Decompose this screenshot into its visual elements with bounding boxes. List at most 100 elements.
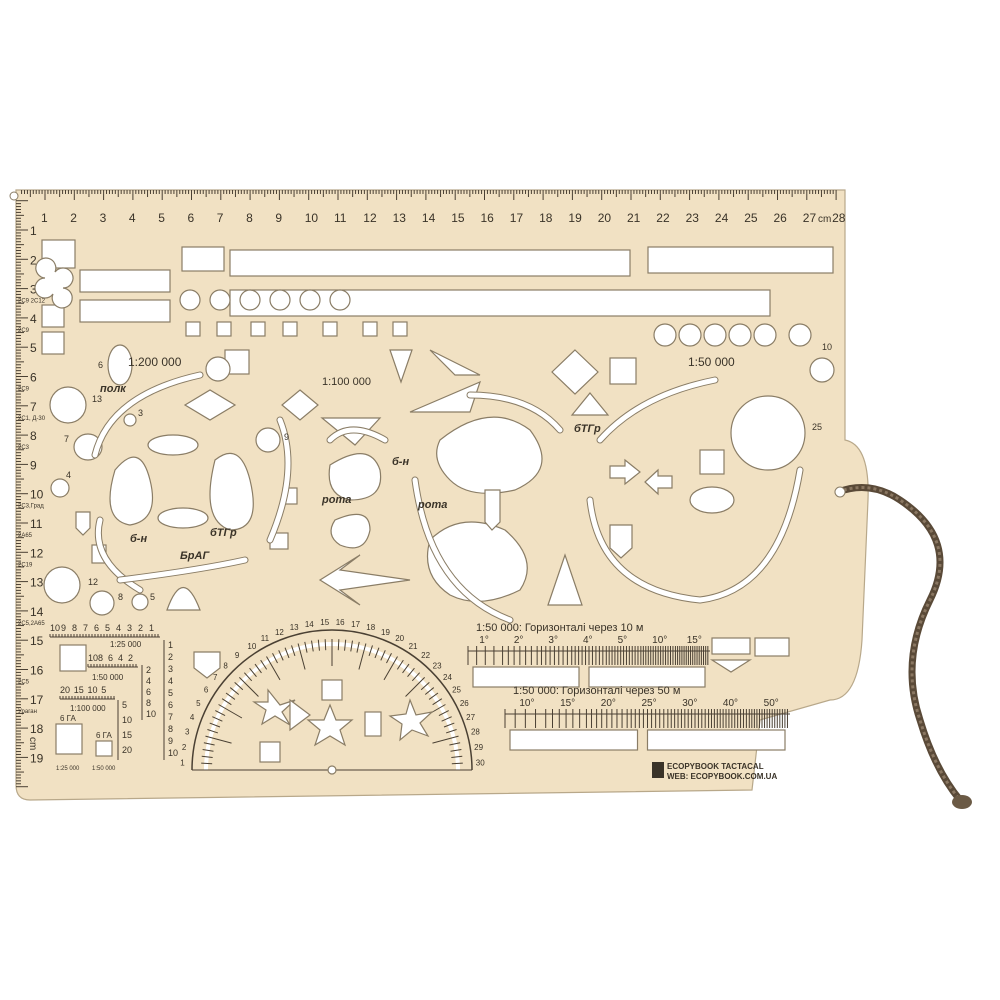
top-ruler-number: 26	[774, 211, 788, 225]
side-label: 2А65	[18, 533, 33, 539]
protractor-tick	[249, 667, 257, 678]
left-ruler-number: 18	[30, 722, 44, 736]
protractor-tick	[215, 710, 226, 716]
top-ruler-number: 14	[422, 211, 436, 225]
rect-cutout	[364, 711, 382, 737]
protractor-tick	[450, 749, 462, 752]
protractor-tick	[449, 742, 461, 746]
square-cutout	[250, 321, 266, 337]
protractor-number: 9	[235, 651, 240, 660]
protractor-tick	[380, 650, 386, 661]
label-bn-1: б-н	[130, 533, 147, 545]
circle-number: 12	[88, 577, 98, 587]
top-ruler-unit: cm	[818, 214, 831, 225]
scale-tick: 4	[146, 676, 151, 686]
protractor-tick	[368, 645, 373, 657]
scale-tick: 2	[128, 653, 133, 663]
circle-cutout	[329, 289, 351, 311]
top-ruler-number: 18	[539, 211, 553, 225]
circle-cutout	[269, 289, 291, 311]
circle-cutout	[788, 323, 812, 347]
protractor-tick	[407, 667, 415, 678]
protractor-tick	[304, 641, 308, 653]
protractor-number: 11	[261, 634, 270, 643]
slope-scale-title: 1:50 000: Горизонталі через 50 м	[513, 685, 680, 697]
circle-cutout	[728, 323, 752, 347]
circle-cutout	[299, 289, 321, 311]
protractor-number: 17	[351, 620, 360, 629]
scale-tick: 6	[146, 687, 151, 697]
brand-website: WEB: ECOPYBOOK.COM.UA	[667, 772, 777, 781]
scale-tick: 8	[98, 653, 103, 663]
top-ruler-number: 8	[246, 211, 253, 225]
protractor-number: 29	[474, 743, 483, 752]
protractor-number: 18	[366, 623, 375, 632]
star-cutout	[388, 698, 434, 742]
slope-scale-title: 1:50 000: Горизонталі через 10 м	[476, 622, 643, 634]
protractor-number: 16	[336, 618, 345, 627]
protractor-tick	[358, 643, 367, 670]
protractor-tick	[350, 640, 353, 652]
left-ruler-number: 2	[30, 253, 37, 267]
scale-tick: 2	[168, 652, 173, 662]
scale-tick: 4	[168, 676, 173, 686]
protractor-number: 21	[409, 642, 418, 651]
top-ruler-number: 9	[275, 211, 282, 225]
slope-slot	[588, 666, 706, 688]
top-ruler-number: 3	[100, 211, 107, 225]
circle-number: 7	[64, 434, 69, 444]
scale-tick: 5	[105, 623, 110, 633]
protractor-tick	[272, 653, 278, 664]
protractor-number: 10	[247, 642, 256, 651]
slope-tick: 20°	[601, 698, 616, 709]
box-title: 6 ГА	[96, 731, 112, 740]
top-ruler-number: 22	[656, 211, 670, 225]
protractor-number: 14	[305, 620, 314, 629]
protractor-number: 13	[290, 623, 299, 632]
arc-guides	[91, 371, 804, 624]
protractor-tick	[221, 698, 232, 706]
scale-tick: 10	[50, 623, 60, 633]
hang-hole	[9, 191, 19, 201]
label-btgr-2: бТГр	[574, 423, 601, 435]
circle-cutout	[209, 289, 231, 311]
protractor-number: 4	[190, 713, 195, 722]
protractor-tick	[356, 641, 360, 653]
protractor-number: 23	[433, 661, 442, 670]
slope-tick: 5°	[618, 635, 628, 646]
star-cutout	[306, 703, 354, 747]
protractor-tick	[396, 659, 404, 670]
left-ruler-number: 17	[30, 693, 44, 707]
scale-tick: 6	[94, 623, 99, 633]
slope-tick: 4°	[583, 635, 593, 646]
top-ruler-number: 17	[510, 211, 524, 225]
slope-tick: 30°	[682, 698, 697, 709]
scale-label-50k: 1:50 000	[688, 355, 735, 369]
scale-label: 1:50 000	[92, 673, 124, 682]
top-ruler-number: 1	[41, 211, 48, 225]
protractor-tick	[201, 762, 213, 765]
protractor-tick	[402, 663, 410, 674]
protractor-tick	[291, 645, 296, 657]
side-label: 2C19	[18, 562, 33, 568]
left-ruler-number: 14	[30, 605, 44, 619]
protractor-number: 19	[381, 628, 390, 637]
protractor-tick	[441, 716, 452, 722]
scale-tick: 7	[168, 712, 173, 722]
scale-tick: 20	[60, 685, 70, 695]
top-ruler-number: 2	[70, 211, 77, 225]
top-ruler-number: 20	[598, 211, 612, 225]
scale-tick: 8	[146, 698, 151, 708]
label-btgr-1: бТГр	[210, 527, 237, 539]
slope-tick: 10°	[519, 698, 534, 709]
circle-cutout	[653, 323, 677, 347]
top-ruler-number: 24	[715, 211, 729, 225]
scale-tick: 3	[168, 664, 173, 674]
side-label: 2C3	[18, 445, 30, 451]
protractor-number: 28	[471, 728, 480, 737]
protractor-tick	[438, 710, 449, 716]
side-label: 2C9 2C12	[18, 299, 46, 305]
